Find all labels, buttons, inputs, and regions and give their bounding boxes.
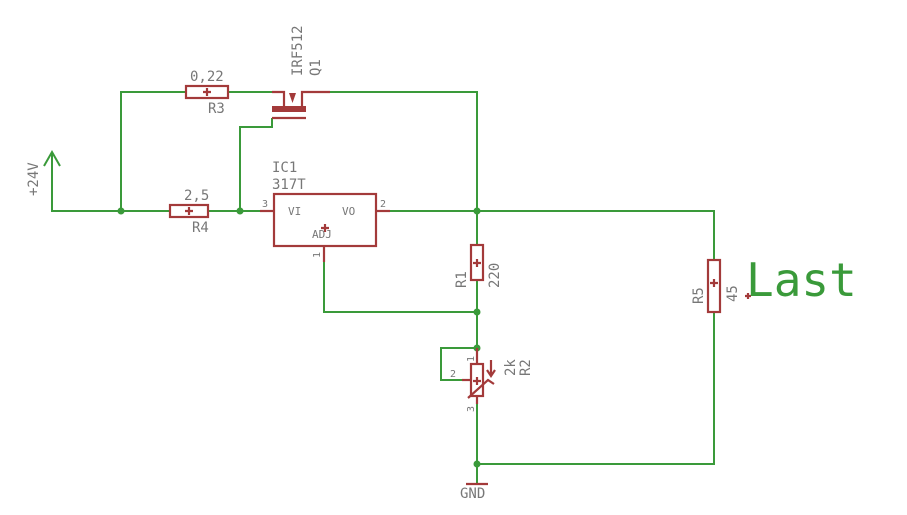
ic1-pin2-number: 2 — [380, 199, 386, 210]
ic1-pin3-number: 3 — [262, 199, 268, 210]
junction — [473, 207, 481, 215]
r2-plus-icon — [473, 377, 481, 385]
resistor-r4-body — [168, 203, 210, 219]
resistor-r4: 2,5 R4 — [168, 188, 210, 236]
mosfet-q1-name: Q1 — [308, 59, 324, 76]
resistor-r4-value: 2,5 — [184, 188, 209, 204]
r2-value: 2k — [503, 359, 519, 376]
supply-arrow-icon — [43, 149, 61, 168]
junction — [236, 207, 244, 215]
mosfet-q1-source-lead — [272, 90, 286, 106]
r2-down-arrow-icon — [486, 360, 496, 378]
resistor-r1: R1 220 — [454, 243, 503, 288]
resistor-r3-name: R3 — [208, 101, 225, 117]
resistor-r4-plus-icon — [185, 207, 193, 215]
mosfet-q1-channel — [272, 106, 306, 112]
resistor-r5-plus-icon — [710, 279, 718, 287]
potentiometer-r2: 1 2 3 2k R2 — [450, 348, 534, 412]
ic1-plus-icon — [321, 224, 329, 232]
ground-symbol: GND — [460, 482, 488, 502]
resistor-r4-name: R4 — [192, 220, 209, 236]
mosfet-q1-arrow-icon — [289, 93, 296, 103]
resistor-r3-plus-icon — [203, 88, 211, 96]
mosfet-q1: IRF512 Q1 — [272, 25, 330, 120]
ic1-pin-vo-label: VO — [342, 205, 355, 218]
wire-r3-left — [120, 91, 186, 211]
wire-ic-out — [390, 210, 715, 260]
resistor-r3: 0,22 R3 — [184, 69, 230, 117]
resistor-r5-body — [706, 258, 722, 314]
ic1-name: IC1 — [272, 160, 297, 176]
wire-adj — [323, 262, 477, 313]
resistor-r5: R5 45 — [691, 258, 751, 314]
ic1-pin-vi-label: VI — [288, 205, 301, 218]
r2-pin2-number: 2 — [450, 369, 456, 380]
wire-r5-bottom — [477, 312, 715, 465]
r5-plus-mark-icon — [745, 293, 751, 299]
resistor-r1-plus-icon — [473, 259, 481, 267]
mosfet-q1-value: IRF512 — [290, 25, 306, 76]
resistor-r1-name: R1 — [454, 271, 470, 288]
supply-label: +24V — [26, 162, 42, 196]
ic1-body — [272, 192, 378, 248]
regulator-ic1: IC1 317T VI VO ADJ 3 2 1 — [260, 160, 390, 262]
resistor-r5-value: 45 — [725, 285, 741, 302]
wire-q1-drain — [330, 91, 478, 211]
r2-name: R2 — [518, 359, 534, 376]
ic1-value: 317T — [272, 177, 306, 193]
ic1-pin-adj-label: ADJ — [312, 228, 332, 241]
wire-gate — [239, 118, 273, 211]
ic1-pin1-number: 1 — [312, 252, 323, 258]
resistor-r3-value: 0,22 — [190, 69, 224, 85]
junction — [473, 460, 481, 468]
load-label: Last — [746, 253, 857, 307]
resistor-r3-body — [184, 84, 230, 100]
wire-supply — [51, 168, 170, 212]
junction — [117, 207, 125, 215]
r2-adjust-arrow-icon — [467, 378, 495, 399]
mosfet-q1-drain-lead — [300, 90, 330, 106]
resistor-r5-name: R5 — [691, 287, 707, 304]
resistor-r1-value: 220 — [487, 263, 503, 288]
ground-label: GND — [460, 486, 485, 502]
r2-pin3-number: 3 — [466, 406, 477, 412]
junction — [473, 308, 481, 316]
wires — [51, 91, 715, 484]
r2-pin1-number: 1 — [466, 356, 477, 362]
wire-pot-wiper — [440, 347, 477, 381]
resistor-r1-body — [469, 243, 485, 282]
supply-symbol: +24V — [26, 149, 61, 196]
